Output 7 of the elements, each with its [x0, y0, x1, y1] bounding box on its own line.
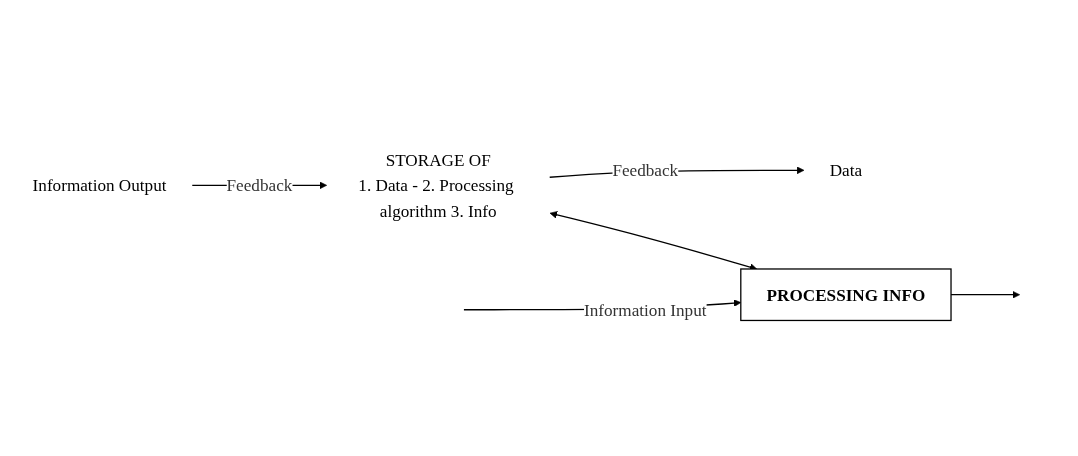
- node-text: STORAGE OF 1. Data - 2. Processing algorithm 3. Info: [358, 149, 514, 221]
- node-box: PROCESSING INFO: [740, 268, 952, 321]
- node-text: Data: [829, 160, 863, 180]
- node-text: Information Output: [32, 175, 167, 195]
- edge-label: Feedback: [226, 175, 293, 195]
- edge-label: Information Input: [584, 300, 707, 319]
- edge-label: Feedback: [612, 160, 679, 180]
